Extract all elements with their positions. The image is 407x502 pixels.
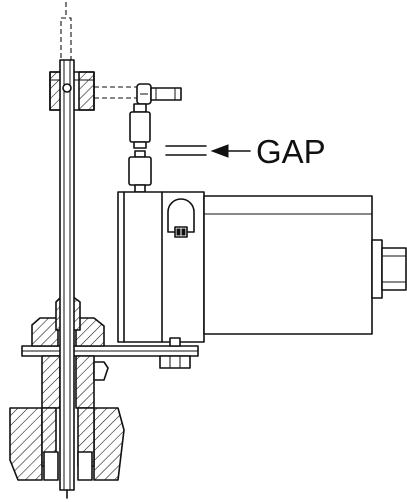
mounting-plate [21, 337, 199, 369]
lower-plunger [128, 150, 152, 193]
adjustment-screw [94, 83, 182, 105]
gap-label: GAP [256, 133, 326, 170]
motor-body [203, 195, 407, 335]
sensor-housing [117, 191, 205, 343]
vertical-rod [59, 59, 75, 499]
gap-arrow-icon [210, 144, 229, 158]
gap-indicator: GAP [165, 133, 326, 170]
rod-extension-hidden [60, 2, 72, 61]
rod-pin-icon [62, 83, 72, 93]
upper-plunger [129, 103, 151, 149]
base-casting [9, 407, 125, 481]
